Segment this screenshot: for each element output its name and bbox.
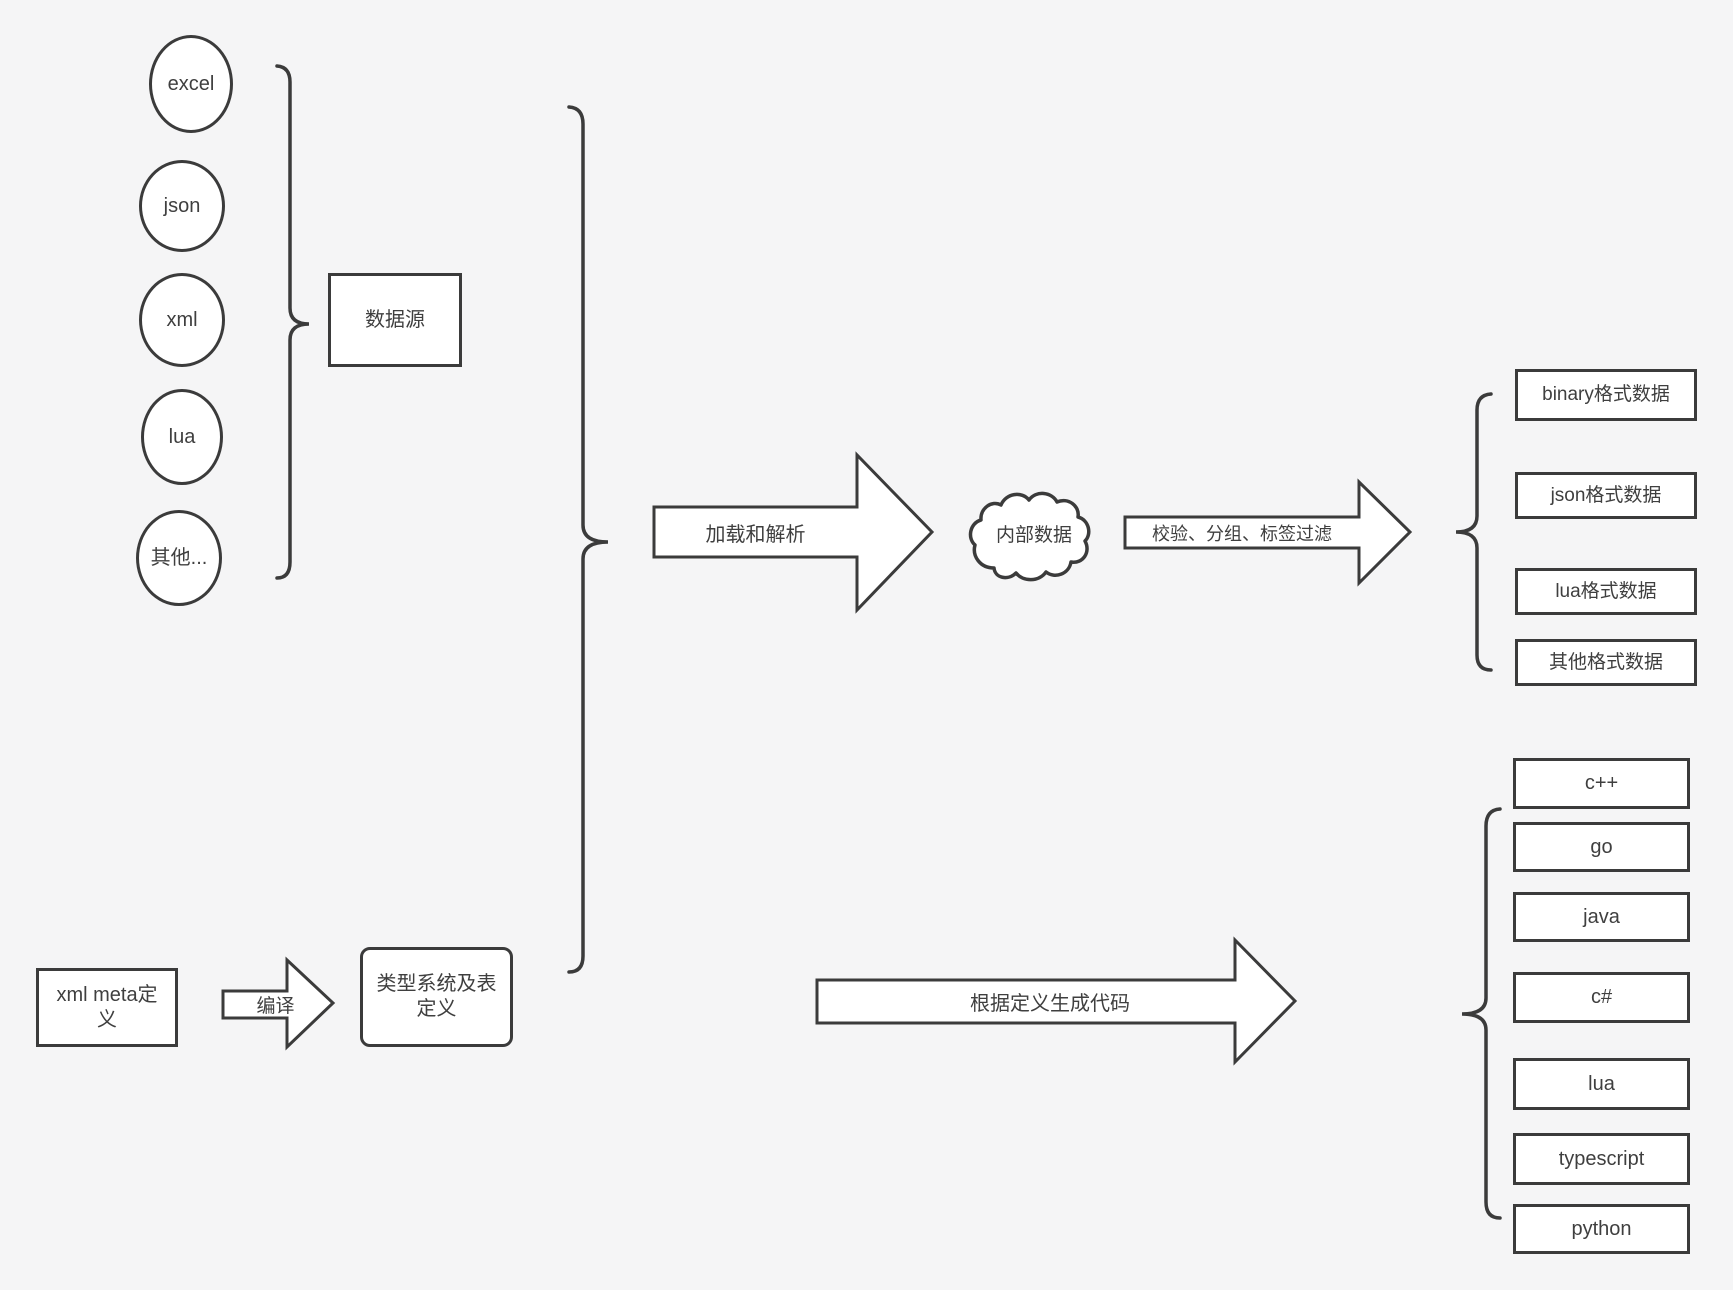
language-box-java: java <box>1513 892 1690 942</box>
output-format-box-json: json格式数据 <box>1515 472 1697 519</box>
type-system-label: 类型系统及表定义 <box>376 973 497 1020</box>
output-format-label: json格式数据 <box>1550 484 1662 506</box>
language-label: lua <box>1588 1072 1615 1095</box>
filter-arrow <box>1123 478 1413 587</box>
output-format-box-binary: binary格式数据 <box>1515 369 1697 421</box>
source-node-json: json <box>139 160 225 252</box>
source-node-label: json <box>163 194 201 217</box>
language-label: c# <box>1590 986 1613 1008</box>
codegen-arrow <box>815 936 1298 1066</box>
source-node-excel: excel <box>149 35 233 133</box>
data-source-label: 数据源 <box>365 308 425 331</box>
brace-main-group <box>567 105 609 974</box>
language-label: go <box>1590 835 1613 858</box>
language-label: python <box>1571 1217 1632 1240</box>
codegen-arrow-label: 根据定义生成代码 <box>970 992 1130 1015</box>
compile-arrow <box>221 956 336 1051</box>
output-format-box-lua: lua格式数据 <box>1515 568 1697 615</box>
internal-data-cloud-label: 内部数据 <box>995 524 1072 546</box>
data-source-box: 数据源 <box>328 273 462 367</box>
language-box-cpp: c++ <box>1513 758 1690 809</box>
type-system-box: 类型系统及表定义 <box>360 947 513 1047</box>
language-label: c++ <box>1584 772 1619 794</box>
source-node-xml: xml <box>139 273 225 367</box>
source-node-label: 其他... <box>150 546 208 569</box>
internal-data-cloud <box>968 491 1091 582</box>
language-box-csharp: c# <box>1513 972 1690 1023</box>
brace-languages-group <box>1461 807 1502 1220</box>
language-box-typescript: typescript <box>1513 1133 1690 1185</box>
language-label: java <box>1583 905 1620 928</box>
compile-arrow-label: 编译 <box>256 996 295 1017</box>
brace-sources-group <box>275 64 310 580</box>
language-label: typescript <box>1558 1147 1645 1170</box>
brace-output-formats-group <box>1455 392 1493 672</box>
language-box-go: go <box>1513 822 1690 872</box>
source-node-label: excel <box>167 72 215 95</box>
output-format-label: binary格式数据 <box>1542 384 1670 406</box>
load-parse-arrow-label: 加载和解析 <box>705 523 806 546</box>
load-parse-arrow <box>652 451 935 614</box>
source-node-other: 其他... <box>136 510 222 606</box>
source-node-label: lua <box>168 425 196 448</box>
xml-meta-definition-box: xml meta定义 <box>36 968 178 1047</box>
source-node-lua: lua <box>141 389 223 485</box>
language-box-lua: lua <box>1513 1058 1690 1110</box>
output-format-label: lua格式数据 <box>1555 580 1657 602</box>
filter-arrow-label: 校验、分组、标签过滤 <box>1152 523 1332 544</box>
xml-meta-definition-label: xml meta定义 <box>56 983 158 1031</box>
language-box-python: python <box>1513 1204 1690 1254</box>
output-format-label: 其他格式数据 <box>1548 651 1663 673</box>
source-node-label: xml <box>166 308 198 331</box>
output-format-box-other: 其他格式数据 <box>1515 639 1697 686</box>
